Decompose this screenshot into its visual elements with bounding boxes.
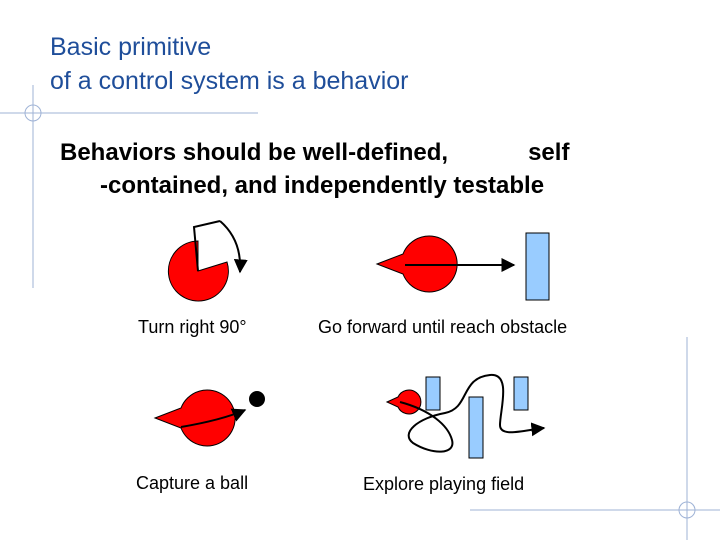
explore-field-diagram (385, 373, 546, 459)
decor-circle (24, 104, 42, 122)
decor-circle (678, 501, 696, 519)
robot-pacman (167, 240, 229, 302)
obstacle (425, 376, 441, 411)
robot-pacman (385, 389, 422, 415)
subtitle-part-1: Behaviors should be well-defined, (60, 139, 449, 166)
caption-go-forward: Go forward until reach obstacle (318, 317, 568, 337)
subtitle-line-1: Behaviors should be well-defined, self (60, 136, 660, 169)
capture-ball-diagram (153, 389, 265, 447)
caption-turn-right: Turn right 90° (138, 317, 247, 337)
turn-right-diagram (167, 220, 248, 302)
slide-subtitle: Behaviors should be well-defined, self -c… (60, 136, 660, 202)
obstacle (513, 376, 529, 411)
obstacle (525, 232, 550, 301)
caption-capture-ball: Capture a ball (136, 473, 249, 493)
capture-arrow (180, 408, 247, 428)
ball (249, 391, 265, 407)
corner-decoration-bottom-right (470, 337, 720, 540)
turn-wedge (192, 220, 221, 272)
obstacle (468, 396, 484, 459)
title-line-2: of a control system is a behavior (50, 67, 409, 95)
subtitle-part-2: self (528, 139, 570, 166)
caption-explore-field: Explore playing field (363, 474, 525, 494)
go-forward-diagram (375, 232, 550, 301)
turn-arrow (219, 220, 248, 274)
slide-title: Basic primitive of a control system is a… (50, 30, 409, 98)
title-line-1: Basic primitive (50, 33, 212, 61)
subtitle-line-2: -contained, and independently testable (100, 172, 545, 199)
explore-path (399, 373, 546, 453)
corner-decoration-top-left (0, 85, 258, 288)
